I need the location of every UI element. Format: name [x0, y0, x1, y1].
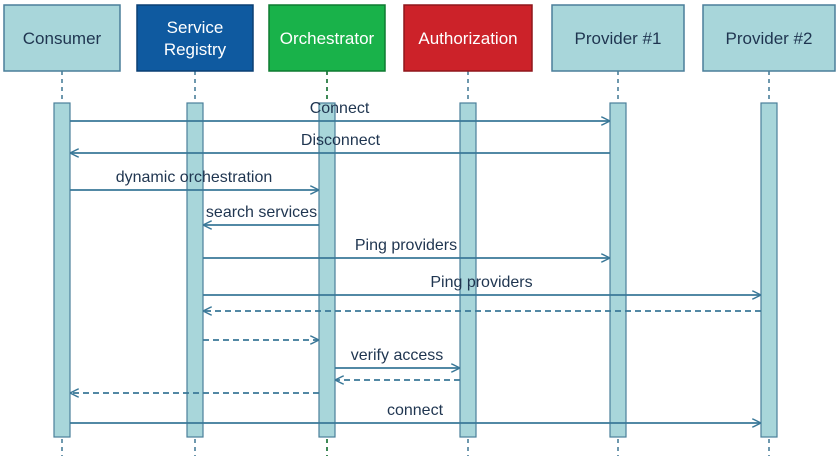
activation-bars — [53, 102, 778, 438]
message-3: dynamic orchestration — [70, 169, 318, 190]
activation-bar-authorization — [459, 102, 477, 438]
participant-label: Orchestrator — [280, 29, 375, 48]
activation-bar-orchestrator — [318, 102, 336, 438]
message-label: Ping providers — [430, 274, 532, 291]
activation-bar-consumer — [53, 102, 71, 438]
participant-orchestrator: Orchestrator — [268, 4, 386, 72]
message-label: connect — [387, 402, 444, 419]
participant-provider-2: Provider #2 — [702, 4, 836, 72]
participant-consumer: Consumer — [3, 4, 121, 72]
activation-bar-provider-2 — [760, 102, 778, 438]
message-label: dynamic orchestration — [116, 169, 273, 186]
message-label: Ping providers — [355, 237, 457, 254]
message-2: Disconnect — [71, 132, 610, 153]
participant-authorization: Authorization — [403, 4, 533, 72]
message-6: Ping providers — [203, 274, 760, 295]
message-1: Connect — [70, 100, 609, 121]
message-label: verify access — [351, 347, 443, 364]
activation-bar-provider-1 — [609, 102, 627, 438]
message-5: Ping providers — [203, 237, 609, 258]
message-4: search services — [204, 204, 319, 225]
message-label: Disconnect — [301, 132, 381, 149]
lifelines — [61, 71, 770, 456]
participant-label: Consumer — [23, 29, 102, 48]
message-label: search services — [206, 204, 317, 221]
participant-label: Provider #2 — [726, 29, 813, 48]
message-label: Connect — [310, 100, 370, 117]
participant-label: Authorization — [418, 29, 517, 48]
message-12: connect — [70, 402, 760, 423]
activation-bar-service-registry — [186, 102, 204, 438]
message-9: verify access — [335, 347, 459, 368]
participant-provider-1: Provider #1 — [551, 4, 685, 72]
participant-label: Provider #1 — [575, 29, 662, 48]
